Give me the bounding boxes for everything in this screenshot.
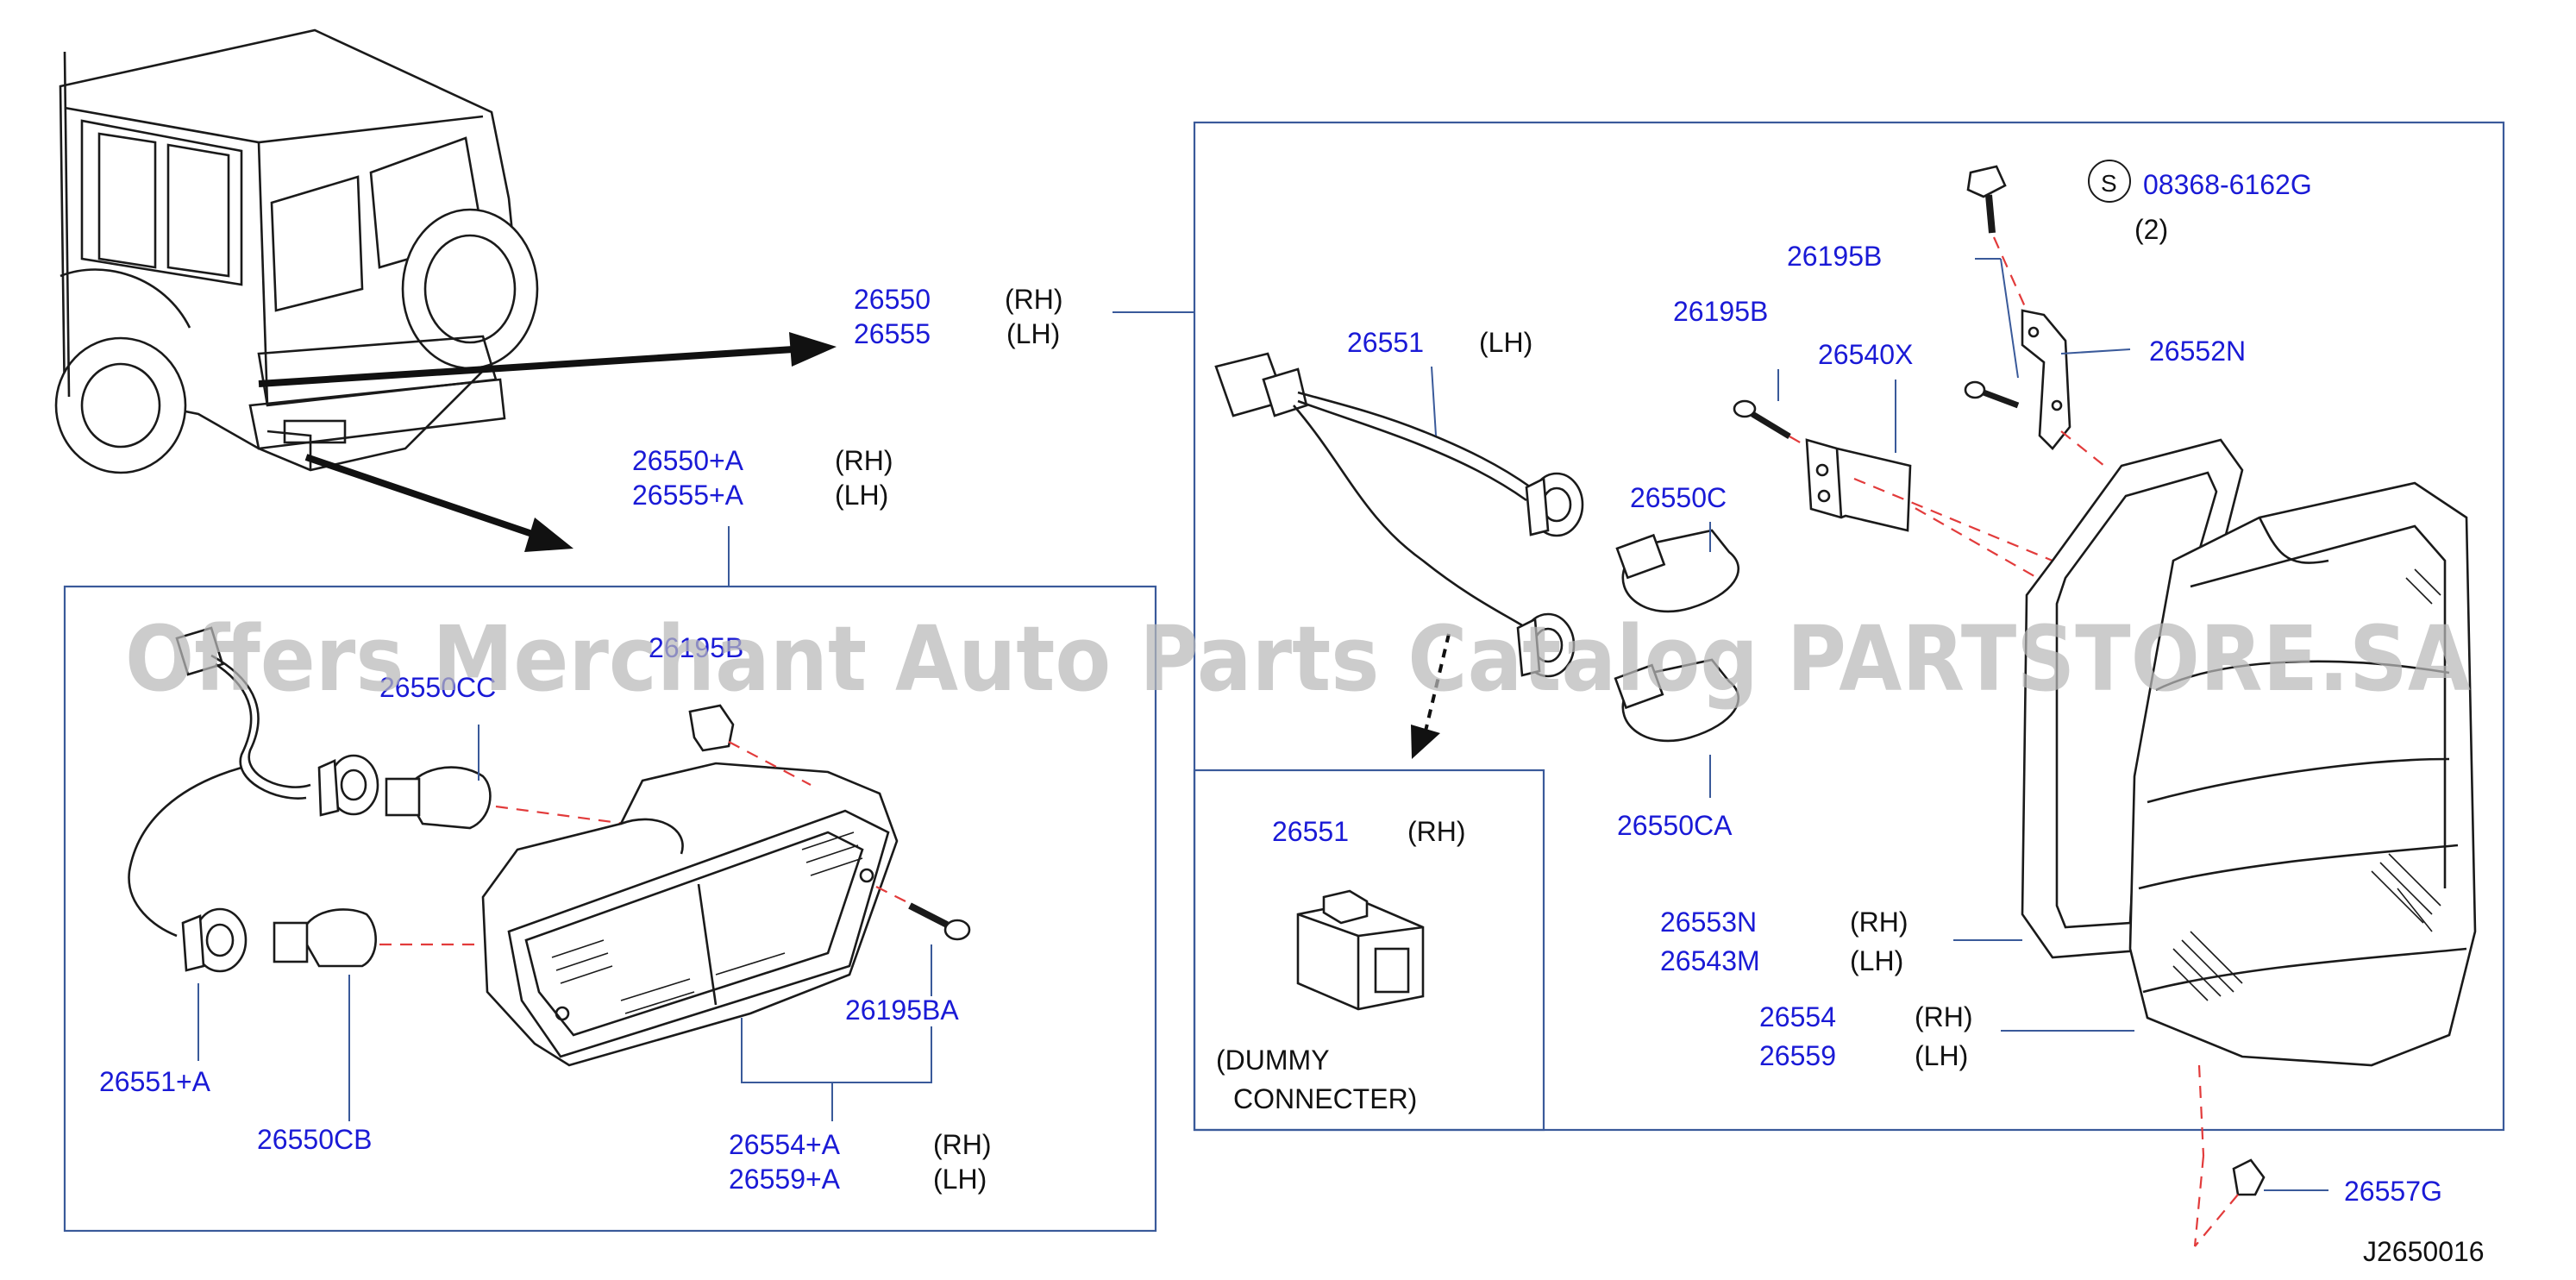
rear-combination-lamp-26554 [2128, 481, 2477, 1157]
label-26195b-lower: 26195B [1673, 296, 1768, 327]
bulb-26550cc [385, 766, 626, 830]
label-26550-side: (RH) [1005, 284, 1063, 315]
bracket-26540x [1805, 438, 2053, 562]
label-26551-rh-side: (RH) [1407, 816, 1466, 847]
label-26557g: 26557G [2344, 1176, 2442, 1207]
bulb-26550cb [273, 908, 479, 968]
label-26550cc: 26550CC [379, 672, 496, 703]
label-26559-side: (LH) [1915, 1040, 1968, 1071]
label-26550a: 26550+A [632, 445, 744, 476]
label-26555a: 26555+A [632, 480, 744, 511]
label-26552n: 26552N [2149, 336, 2246, 367]
label-26551-lh-side: (LH) [1479, 327, 1532, 358]
label-26195b-upper: 26195B [1787, 241, 1882, 272]
dummy-connector [1296, 889, 1425, 1011]
wiring-harness-lh [1214, 352, 1584, 759]
clip-26557g [2193, 1155, 2266, 1247]
wiring-harness-left [128, 626, 379, 973]
symbol-s: S [2101, 170, 2117, 197]
label-26555-side: (LH) [1006, 318, 1060, 349]
label-26550cb: 26550CB [257, 1124, 372, 1155]
watermark: Offers Merchant Auto Parts Catalog PARTS… [125, 606, 2471, 712]
bulb-26550ca [1614, 658, 1740, 743]
bulb-26550c [1615, 529, 1740, 613]
label-26550c: 26550C [1630, 482, 1727, 513]
label-26551-rh: 26551 [1272, 816, 1349, 847]
label-26195ba: 26195BA [845, 995, 959, 1026]
label-26554-side: (RH) [1915, 1001, 1973, 1032]
diagram-code: J2650016 [2363, 1236, 2485, 1267]
label-26553n-side: (RH) [1850, 907, 1908, 938]
label-26559a-side: (LH) [933, 1164, 987, 1195]
label-26555a-side: (LH) [835, 480, 888, 511]
label-dummy-line2: CONNECTER) [1233, 1083, 1417, 1114]
label-26551a: 26551+A [99, 1066, 211, 1097]
rear-fog-lamp-26554a [481, 762, 899, 1067]
label-26543m: 26543M [1660, 945, 1760, 976]
label-26554: 26554 [1759, 1001, 1836, 1032]
label-26554a-side: (RH) [933, 1129, 992, 1160]
screw-26195ba [870, 883, 971, 941]
label-26543m-side: (LH) [1850, 945, 1903, 976]
label-26554a: 26554+A [729, 1129, 841, 1160]
label-bolt-qty: (2) [2134, 214, 2168, 245]
part-labels: 26550 (RH) 26555 (LH) 26550+A (RH) 26555… [99, 169, 2485, 1267]
label-26551-lh: 26551 [1347, 327, 1424, 358]
label-26550: 26550 [854, 284, 931, 315]
label-26550a-side: (RH) [835, 445, 893, 476]
vehicle-illustration [54, 28, 837, 552]
leader-lines-right [1431, 160, 2328, 1191]
label-08368-6162g: 08368-6162G [2143, 169, 2312, 200]
bracket-26552n [1964, 309, 2105, 467]
label-26559a: 26559+A [729, 1164, 841, 1195]
leader-lines-left [197, 725, 932, 1121]
clip-26195b-left [688, 704, 812, 786]
label-26550ca: 26550CA [1617, 810, 1733, 841]
left-detail-frame [63, 526, 1157, 1233]
label-26195b-left: 26195B [649, 632, 743, 663]
bolt-08368-6162g [1966, 165, 2028, 311]
label-26555: 26555 [854, 318, 931, 349]
label-26540x: 26540X [1818, 339, 1913, 370]
label-26553n: 26553N [1660, 907, 1757, 938]
label-dummy-line1: (DUMMY [1216, 1045, 1330, 1076]
right-detail-frame [1113, 121, 2505, 1132]
label-26559: 26559 [1759, 1040, 1836, 1071]
